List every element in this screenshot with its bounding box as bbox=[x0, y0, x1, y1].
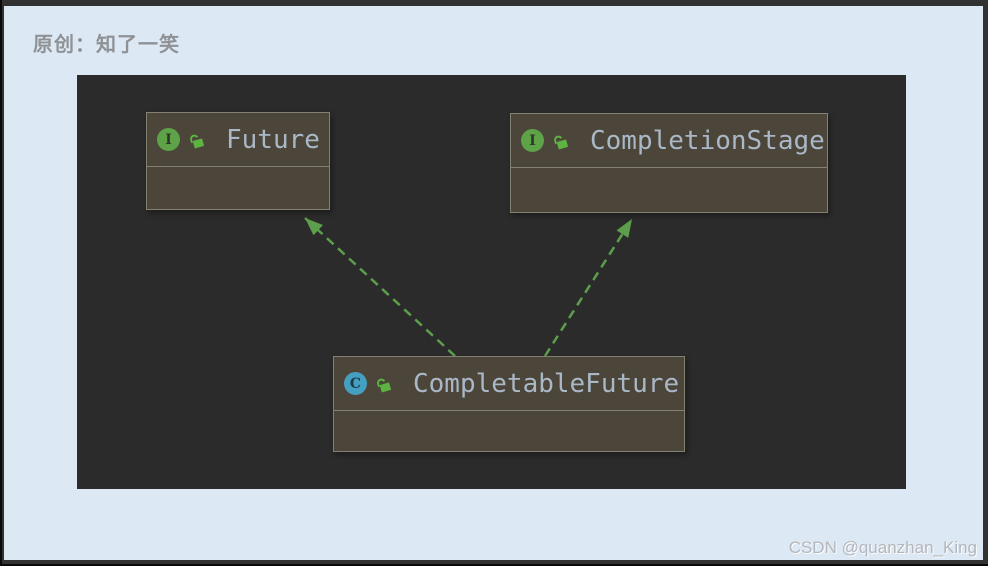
unlocked-padlock-icon bbox=[377, 378, 391, 392]
diagram-node-completionstage: I CompletionStage bbox=[510, 113, 828, 213]
node-label: CompletableFuture bbox=[413, 368, 680, 399]
implements-edge-to-completionstage bbox=[543, 218, 634, 357]
node-body bbox=[334, 411, 684, 451]
diagram-node-completablefuture: C CompletableFuture bbox=[333, 356, 685, 452]
node-header: C CompletableFuture bbox=[334, 357, 684, 411]
class-icon: C bbox=[344, 372, 367, 395]
interface-icon: I bbox=[521, 129, 544, 152]
page-title: 原创：知了一笑 bbox=[33, 32, 180, 56]
implements-edge-to-future bbox=[304, 217, 456, 357]
node-header: I CompletionStage bbox=[511, 114, 827, 168]
unlocked-padlock-icon bbox=[190, 134, 204, 148]
class-icon-letter: C bbox=[349, 375, 362, 392]
node-label: Future bbox=[226, 124, 320, 155]
edges-layer bbox=[304, 217, 634, 357]
watermark: CSDN @quanzhan_King bbox=[788, 538, 977, 557]
interface-icon-letter: I bbox=[165, 131, 172, 148]
unlocked-padlock-icon bbox=[554, 135, 568, 149]
diagram-node-future: I Future bbox=[146, 112, 330, 210]
interface-icon-letter: I bbox=[529, 132, 536, 149]
node-body bbox=[147, 167, 329, 209]
node-label: CompletionStage bbox=[590, 125, 825, 156]
diagram-panel: I Future I bbox=[77, 75, 906, 489]
node-header: I Future bbox=[147, 113, 329, 167]
node-body bbox=[511, 168, 827, 212]
article-page: 原创：知了一笑 I bbox=[4, 6, 983, 560]
interface-icon: I bbox=[157, 128, 180, 151]
